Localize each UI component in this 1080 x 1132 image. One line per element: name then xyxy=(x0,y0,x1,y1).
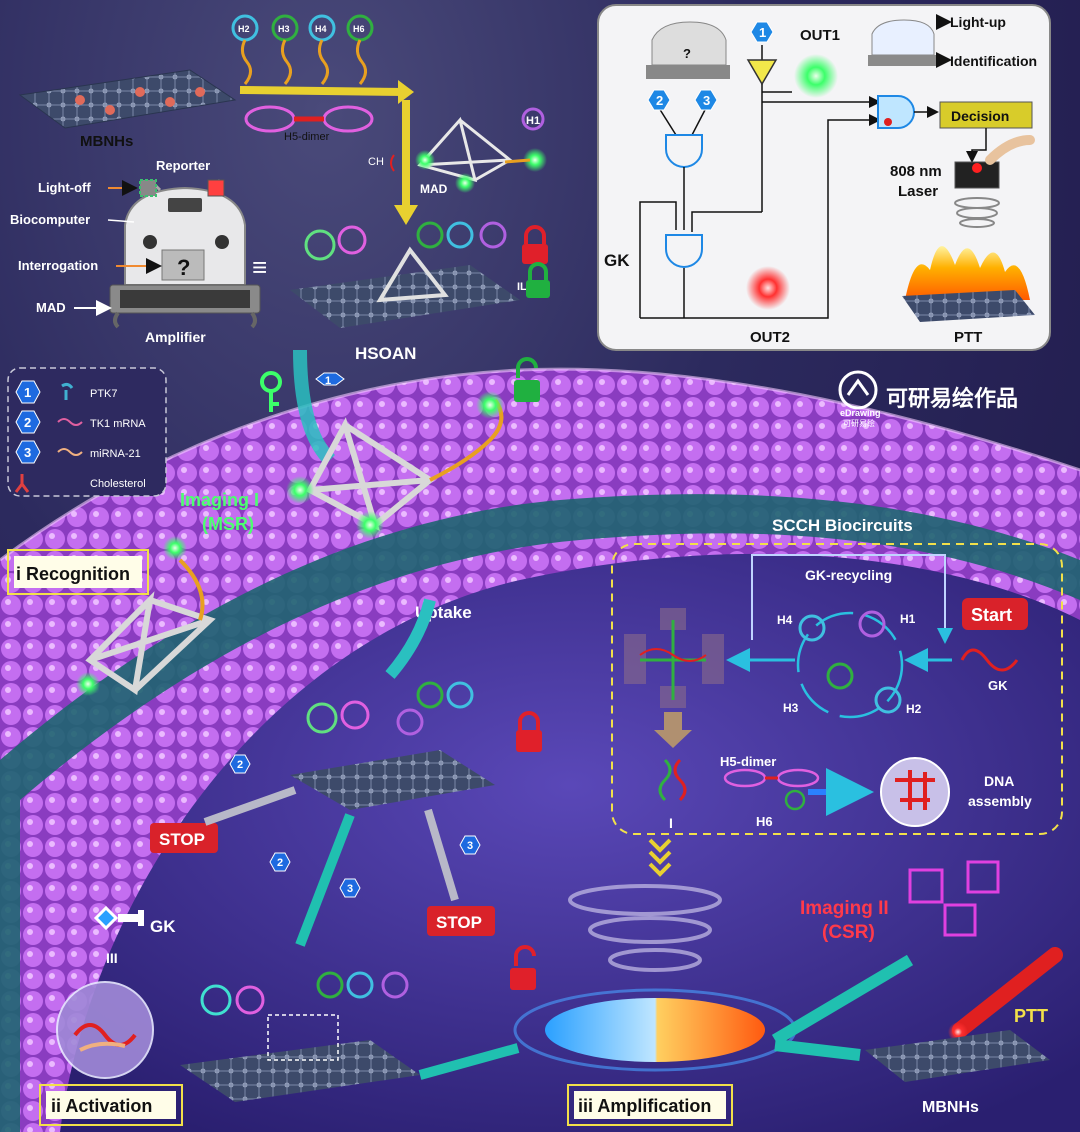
h5-dimer-label: H5-dimer xyxy=(284,131,330,143)
input-number: 1 xyxy=(759,25,766,40)
imaging1-line1: Imaging I xyxy=(180,490,259,510)
scch-title: SCCH Biocircuits xyxy=(772,516,913,535)
hairpin-label: H3 xyxy=(278,24,290,34)
stop-label-left: STOP xyxy=(159,830,205,849)
h1-label-top: H1 xyxy=(526,115,540,127)
h1-label-scch: H1 xyxy=(900,612,916,626)
step-activation-label: ii Activation xyxy=(51,1096,152,1116)
target-number: 3 xyxy=(467,840,473,852)
hsoan-nanosheet xyxy=(290,223,520,328)
il-label: IL xyxy=(517,281,527,293)
target-badge-2: 2 xyxy=(230,755,250,773)
gk-label-logic: GK xyxy=(604,251,630,270)
iii-mark: III xyxy=(106,950,118,966)
hairpin-label: H4 xyxy=(315,24,327,34)
legend-number: 2 xyxy=(24,415,31,430)
legend-number: 3 xyxy=(24,445,31,460)
mbnhs-label-top: MBNHs xyxy=(80,133,133,150)
out2-label: OUT2 xyxy=(750,329,790,346)
arrow-head-vertical xyxy=(394,205,418,225)
h4-label-scch: H4 xyxy=(777,613,793,627)
step-recognition-label: i Recognition xyxy=(16,564,130,584)
gk-label-cell: GK xyxy=(150,917,176,936)
start-label: Start xyxy=(971,605,1012,625)
h5-dimer-icon xyxy=(246,107,372,131)
mbnhs-label-bottom: MBNHs xyxy=(922,1099,979,1116)
imaging2-line2: (CSR) xyxy=(822,922,875,943)
light-off-label: Light-off xyxy=(38,180,91,195)
watermark-text: 可研易绘作品 xyxy=(886,386,1018,411)
target-badge-2: 2 xyxy=(270,853,290,871)
imaging1-line2: (MSR) xyxy=(202,514,254,534)
dna-assembly-line2: assembly xyxy=(968,793,1032,809)
input-number: 3 xyxy=(703,93,710,108)
key-icon xyxy=(262,373,280,412)
target-number: 3 xyxy=(347,883,353,895)
hairpin-label: H2 xyxy=(238,24,250,34)
gk-label-scch: GK xyxy=(988,678,1008,693)
hairpin-set: H2 H3 H4 H6 xyxy=(233,16,372,84)
h6-label-scch: H6 xyxy=(756,814,773,829)
ptt-label-cell: PTT xyxy=(1014,1006,1048,1026)
legend-number: 1 xyxy=(24,385,31,400)
h2-label-scch: H2 xyxy=(906,702,922,716)
hairpin-h2: H2 xyxy=(233,16,257,84)
imaging2-line1: Imaging II xyxy=(800,898,889,919)
arrow-to-hsoan-horizontal xyxy=(240,90,405,92)
target-number: 2 xyxy=(237,759,243,771)
stop-label-right: STOP xyxy=(436,913,482,932)
reporter-label: Reporter xyxy=(156,158,210,173)
ptt-label-logic: PTT xyxy=(954,329,982,346)
interrogation-label: Interrogation xyxy=(18,258,98,273)
target-badge-3: 3 xyxy=(460,836,480,854)
ch-label: CH xyxy=(368,156,384,168)
legend-text: TK1 mRNA xyxy=(90,418,146,430)
hairpin-h3: H3 xyxy=(273,16,297,84)
dna-assembly-line1: DNA xyxy=(984,773,1014,789)
step-amplification-label: iii Amplification xyxy=(578,1096,711,1116)
hairpin-label: H6 xyxy=(353,24,365,34)
edrawing-logo xyxy=(840,372,876,408)
svg-text:?: ? xyxy=(683,46,691,61)
target-badge-3: 3 xyxy=(340,879,360,897)
legend-text: miRNA-21 xyxy=(90,448,141,460)
i-label: I xyxy=(669,815,673,831)
mad-label-robot: MAD xyxy=(36,300,66,315)
gk-zoom-bubble xyxy=(57,982,153,1078)
dna-assembly-bubble xyxy=(881,758,949,826)
equals-sign: ≡ xyxy=(252,252,267,282)
key-number: 1 xyxy=(325,375,331,387)
input-number: 2 xyxy=(656,93,663,108)
ch-strand-icon xyxy=(391,155,394,171)
decision-label: Decision xyxy=(951,108,1009,124)
laser-line2: Laser xyxy=(898,183,938,200)
laser-line1: 808 nm xyxy=(890,163,942,180)
watermark-sub2: 可研易绘 xyxy=(843,418,875,428)
legend-text: Cholesterol xyxy=(90,478,146,490)
lock-closed-icon-hsoan xyxy=(522,227,548,264)
mbnhs-sheet-top xyxy=(20,70,235,128)
identification-label: Identification xyxy=(950,53,1037,69)
hsoan-label: HSOAN xyxy=(355,344,416,363)
robot-question-mark: ? xyxy=(177,255,190,280)
mad-label-top: MAD xyxy=(420,182,448,196)
out1-label: OUT1 xyxy=(800,27,840,44)
hairpin-h4: H4 xyxy=(310,16,334,84)
h3-label-scch: H3 xyxy=(783,701,799,715)
lock-open-icon-top xyxy=(514,359,540,402)
biocomputer-label: Biocomputer xyxy=(10,212,90,227)
h5-dimer-label-scch: H5-dimer xyxy=(720,754,776,769)
light-up-label: Light-up xyxy=(950,14,1006,30)
legend-text: PTK7 xyxy=(90,388,118,400)
target-number: 2 xyxy=(277,857,283,869)
lock-closed-icon-hsoan-green xyxy=(526,264,550,298)
gk-recycling-label: GK-recycling xyxy=(805,567,892,583)
amplifier-label: Amplifier xyxy=(145,329,206,345)
watermark-sub1: eDrawing xyxy=(840,408,881,418)
hairpin-h6: H6 xyxy=(348,16,372,84)
biocomputer-robot xyxy=(110,180,260,327)
